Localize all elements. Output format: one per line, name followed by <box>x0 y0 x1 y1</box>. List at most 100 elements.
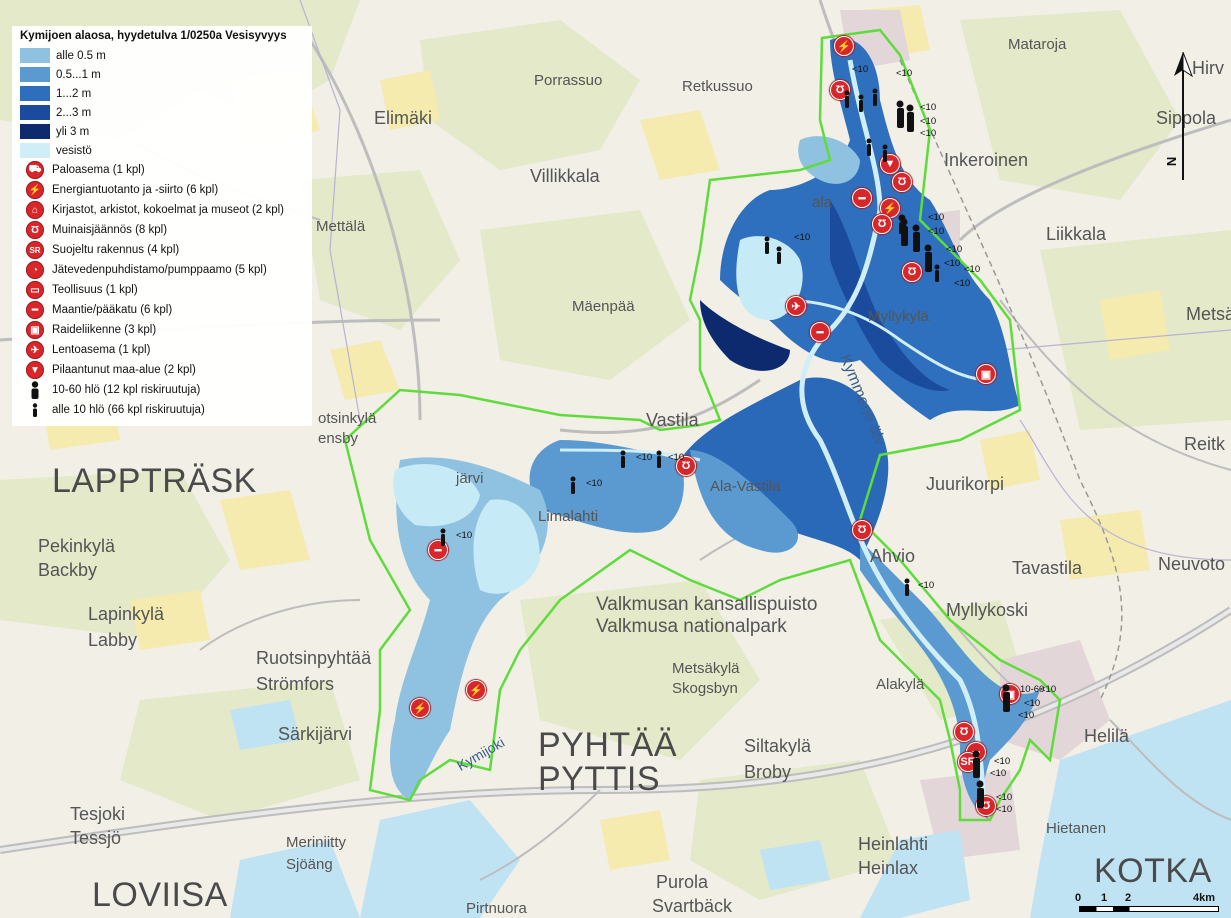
place-metsa: Metsä <box>1186 304 1231 324</box>
place-labby: Labby <box>88 630 138 650</box>
legend-depth-row: 2...3 m <box>20 103 306 122</box>
legend-people-small-label: alle 10 hlö (66 kpl riskiruutuja) <box>52 404 205 416</box>
place-pirtnuora: Pirtnuora <box>466 900 527 917</box>
scale-tick-2: 2 <box>1125 892 1132 904</box>
contaminated-land-icon: ▼ <box>26 361 44 379</box>
place-juurikorpi: Juurikorpi <box>926 474 1005 494</box>
risk-label: <10 <box>456 530 473 541</box>
legend-depth-swatch <box>20 143 50 158</box>
ancient-relic-icon: Ʊ <box>26 221 44 239</box>
legend-depth-row: vesistö <box>20 141 306 160</box>
legend-symbol-row: ━Maantie/pääkatu (6 kpl) <box>20 300 306 320</box>
map-legend: Kymijoen alaosa, hyydetulva 1/0250a Vesi… <box>12 26 312 426</box>
energy-icon[interactable]: ⚡ <box>410 698 430 718</box>
risk-label: <10 <box>954 278 971 289</box>
legend-row-people-large: 10-60 hlö (12 kpl riskiruutuja) <box>20 380 306 400</box>
protected-building-icon: SR <box>26 241 44 259</box>
place-porrassuo: Porrassuo <box>534 72 603 89</box>
ancient-relic-icon[interactable]: Ʊ <box>954 722 974 742</box>
legend-people-large-label: 10-60 hlö (12 kpl riskiruutuja) <box>52 384 201 396</box>
legend-depth-row: alle 0.5 m <box>20 46 306 65</box>
place-hirvi: Hirv <box>1192 58 1224 78</box>
population-person-small <box>764 236 782 264</box>
ancient-relic-icon[interactable]: Ʊ <box>892 172 912 192</box>
place-otsinkyla: otsinkylä <box>318 410 377 427</box>
place-stromfors: Strömfors <box>256 674 335 694</box>
place-metsakyla: Metsäkylä <box>672 660 740 677</box>
risk-label: <10 <box>586 478 603 489</box>
place-neuvoto: Neuvoto <box>1158 554 1226 574</box>
place-broby: Broby <box>744 762 792 782</box>
legend-depth-label: alle 0.5 m <box>56 49 106 62</box>
legend-symbol-label: Paloasema (1 kpl) <box>52 164 145 176</box>
legend-symbol-row: ⌂ Kirjastot, arkistot, kokoelmat ja museo… <box>20 200 306 220</box>
legend-symbol-label: Lentoasema (1 kpl) <box>52 344 151 356</box>
energy-icon: ⚡ <box>26 181 44 199</box>
legend-depth-label: vesistö <box>56 144 92 157</box>
rail-icon[interactable]: ▣ <box>976 364 996 384</box>
place-retkussuo: Retkussuo <box>682 78 753 95</box>
place-loviisa: LOVIISA <box>92 876 228 914</box>
population-person-small <box>620 450 662 468</box>
place-sjoang: Sjöäng <box>286 856 333 873</box>
place-limalahti: Limalahti <box>538 508 599 525</box>
risk-label: <10 <box>918 580 935 591</box>
population-cluster-north <box>844 88 914 234</box>
place-alavastila: Ala-Vastila <box>710 478 781 495</box>
risk-label: <10 <box>990 768 1007 779</box>
ancient-relic-icon[interactable]: Ʊ <box>676 456 696 476</box>
admin-boundaries <box>299 0 1231 561</box>
legend-depth-label: 2...3 m <box>56 106 92 119</box>
legend-depth-swatch <box>20 48 50 63</box>
legend-depth-row: 1...2 m <box>20 84 306 103</box>
museum-icon: ⌂ <box>26 201 44 219</box>
legend-depth-swatch <box>20 67 50 82</box>
place-maenpaa: Mäenpää <box>572 298 635 315</box>
place-mettala: Mettälä <box>316 218 366 235</box>
scale-tick-1: 1 <box>1101 892 1108 904</box>
place-sarkijarvi: Särkijärvi <box>278 724 353 744</box>
energy-icon[interactable]: ⚡ <box>834 36 854 56</box>
legend-symbol-label: Kirjastot, arkistot, kokoelmat ja museot… <box>52 204 284 216</box>
ancient-relic-icon[interactable]: Ʊ <box>852 520 872 540</box>
place-purola: Purola <box>656 872 709 892</box>
place-kotka: KOTKA <box>1094 852 1212 890</box>
place-heinlax: Heinlax <box>858 858 919 878</box>
legend-symbol-label: Jätevedenpuhdistamo/pumppaamo (5 kpl) <box>52 264 267 276</box>
ancient-relic-icon[interactable]: Ʊ <box>902 262 922 282</box>
road-icon[interactable]: ━ <box>810 322 830 342</box>
legend-depth-label: 1...2 m <box>56 87 92 100</box>
place-heinlahti: Heinlahti <box>858 834 929 854</box>
legend-depth-label: 0.5...1 m <box>56 68 101 81</box>
population-cluster-south <box>972 684 1010 808</box>
place-svartback: Svartbäck <box>652 896 733 916</box>
energy-icon[interactable]: ⚡ <box>880 198 900 218</box>
place-elimaki: Elimäki <box>374 108 433 128</box>
risk-label: <10 <box>964 264 981 275</box>
place-sippola: Sippola <box>1156 108 1217 128</box>
ancient-relic-icon[interactable]: Ʊ <box>872 214 892 234</box>
road-icon[interactable]: ━ <box>852 188 872 208</box>
place-vastila: Vastila <box>646 410 699 430</box>
legend-symbol-label: Raideliikenne (3 kpl) <box>52 324 157 336</box>
risk-label: <10 <box>920 102 937 113</box>
ancient-relic-icon[interactable]: Ʊ <box>830 80 850 100</box>
place-valkmusa-fi: Valkmusan kansallispuisto <box>596 594 818 615</box>
legend-symbol-label: Teollisuus (1 kpl) <box>52 284 138 296</box>
place-pyhtaa: PYHTÄÄ <box>538 726 678 764</box>
place-pekinkyla: Pekinkylä <box>38 536 116 556</box>
scale-bar: 0 1 2 4km <box>1075 892 1225 918</box>
risk-label: <10 <box>928 212 945 223</box>
energy-icon[interactable]: ⚡ <box>466 680 486 700</box>
risk-label: <10 <box>794 232 811 243</box>
population-person-small <box>904 578 910 596</box>
place-backby: Backby <box>38 560 98 580</box>
place-mynkyla: Myllykylä <box>868 308 929 325</box>
population-cluster-east <box>900 218 940 282</box>
industry-icon: ▭ <box>26 281 44 299</box>
legend-depth-swatch <box>20 86 50 101</box>
airport-icon[interactable]: ✈ <box>786 296 806 316</box>
